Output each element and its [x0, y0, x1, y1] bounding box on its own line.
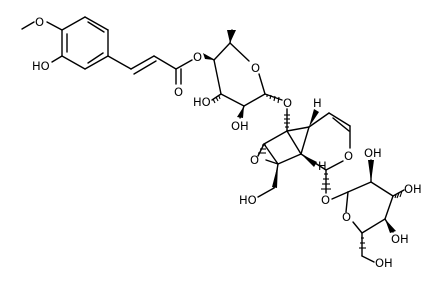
- glucose-ring: [331, 181, 394, 234]
- label-oh-glucose-c3: OH: [404, 182, 422, 196]
- stereo-wedges: [203, 30, 396, 233]
- label-o-methoxy: O: [35, 15, 44, 29]
- label-o-carbonyl: O: [174, 85, 183, 99]
- wedge-rhamnose-c4-o: [203, 53, 214, 60]
- hash-epoxide: [258, 144, 266, 154]
- bond-aryl-vinyl: [107, 55, 132, 70]
- label-o-rhamnose-ring: O: [251, 61, 260, 75]
- rhamnose-ring: [213, 42, 266, 107]
- wedge-rhamnose-methyl: [227, 30, 236, 43]
- bond-carbonyl-ester-o: [175, 59, 193, 70]
- bond-vinyl-carbonyl: [153, 55, 177, 70]
- bond-phenol-o: [51, 55, 63, 63]
- benzene-ring: [61, 16, 109, 70]
- label-h-c9: H: [318, 159, 327, 173]
- hash-glucose-c6: [359, 237, 366, 249]
- wedge-c9-h: [301, 154, 317, 167]
- wedge-rhamnose-c2-oh: [237, 106, 244, 118]
- label-h-c5: H: [313, 96, 322, 110]
- bond-hydroxymethyl-b: [257, 187, 275, 198]
- label-o-ester-link: O: [193, 50, 202, 64]
- wedge-hydroxymethyl: [272, 164, 278, 188]
- label-o-glucose-ring: O: [342, 210, 351, 224]
- label-o-glycosidic-upper: O: [283, 96, 292, 110]
- label-oh-glucose-c4: OH: [391, 232, 409, 246]
- atom-labels: O HO O O O HO OH O O H O H HO O O OH OH …: [32, 15, 422, 270]
- bond-methoxy-o: [46, 21, 63, 31]
- hash-rhamnose-c3-oh: [212, 95, 221, 104]
- label-ho-phenol: HO: [32, 59, 50, 73]
- bond-glucose-c6-b: [361, 255, 375, 263]
- wedge-glucose-c2-oh: [368, 160, 374, 182]
- bond-vinyl-double-a: [130, 55, 155, 70]
- label-oh-rhamnose-c2: OH: [231, 119, 249, 133]
- stereo-hashes: [212, 94, 403, 249]
- bonds: [21, 16, 405, 263]
- bond-epoxide-b: [265, 159, 279, 165]
- bond-vinyl-double-b: [133, 60, 157, 75]
- label-o-pyran: O: [344, 149, 353, 163]
- hash-anomeric-upper: [266, 94, 280, 104]
- label-oh-glucose-c6: OH: [375, 256, 393, 270]
- aglycone-core: [263, 108, 351, 171]
- bond-methoxy-methyl: [21, 21, 35, 30]
- label-o-epoxide: O: [250, 153, 259, 167]
- label-o-glycosidic-lower: O: [321, 193, 330, 207]
- label-ho-rhamnose-c3: HO: [193, 95, 211, 109]
- wedge-c5-h: [309, 109, 319, 127]
- label-oh-glucose-c2: OH: [364, 146, 382, 160]
- hash-anomeric-lower: [321, 173, 331, 190]
- hash-glucose-c3-oh: [394, 190, 403, 199]
- hash-c7-o: [284, 114, 290, 128]
- label-ho-hydroxymethyl: HO: [239, 193, 257, 207]
- bond-epoxide-a: [257, 143, 265, 157]
- wedge-glucose-c4-oh: [385, 219, 396, 233]
